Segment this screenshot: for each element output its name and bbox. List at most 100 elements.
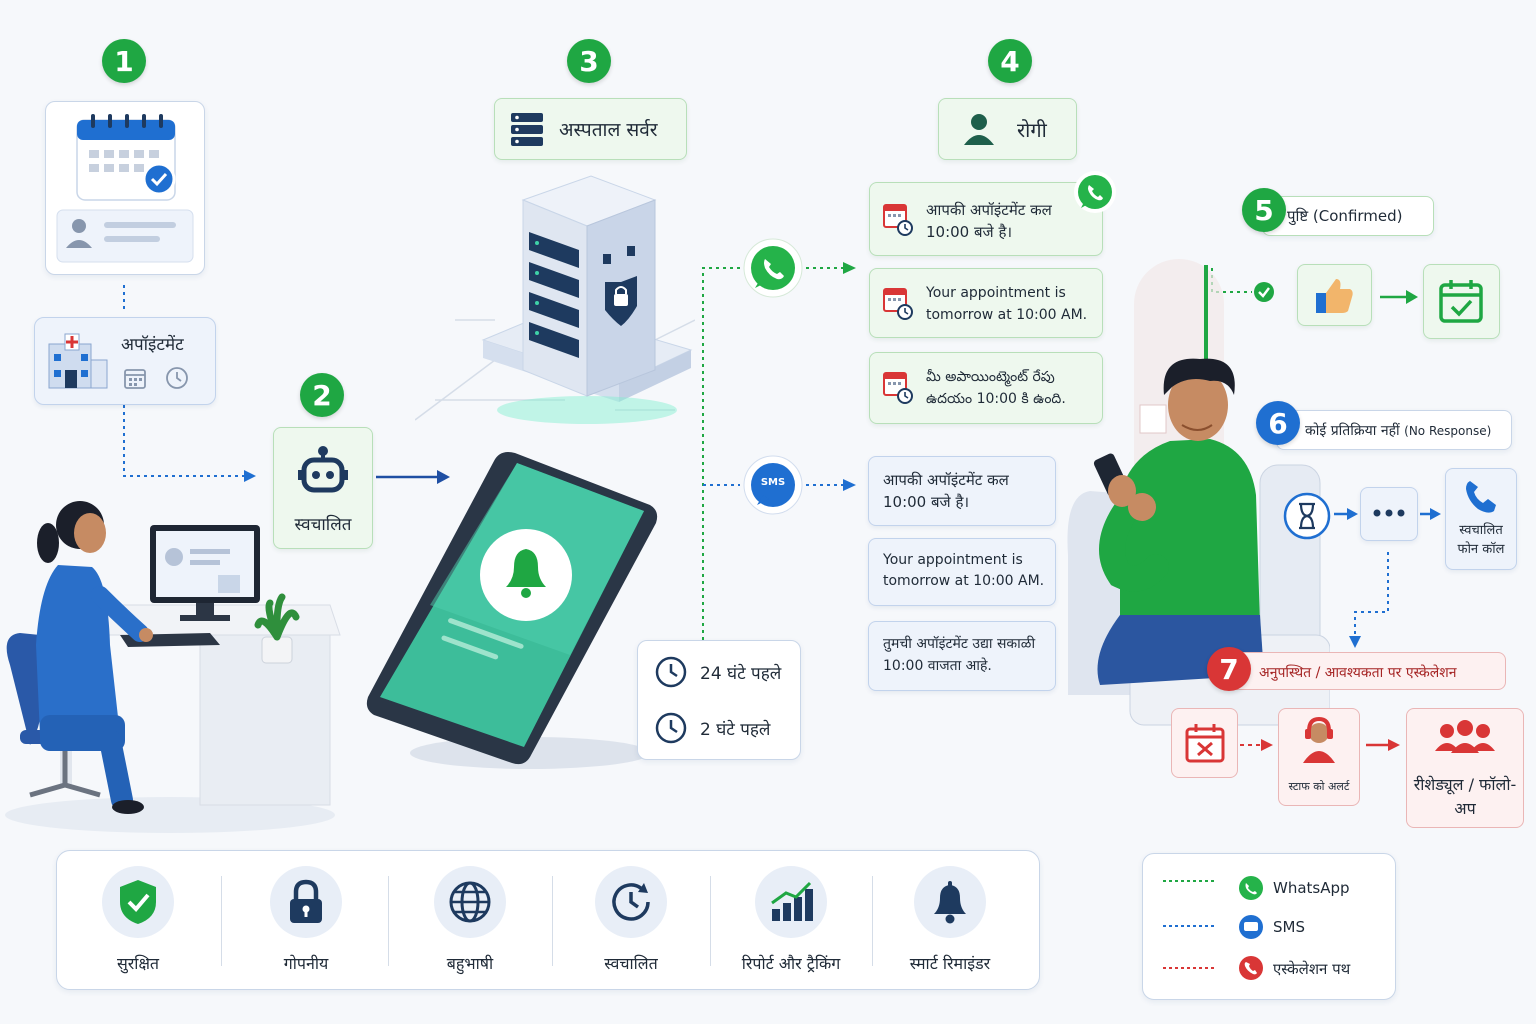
step-2-badge: 2 [300, 373, 344, 417]
feature-automated: स्वचालित [556, 866, 706, 974]
waiting-bubble [1360, 487, 1418, 541]
legend-label: SMS [1273, 918, 1305, 936]
bar-chart-icon [771, 881, 813, 921]
features-panel [56, 850, 1040, 990]
phone-icon [1239, 956, 1263, 980]
sms-message-text: आपकी अपॉइंटमेंट कल 10:00 बजे है। [883, 471, 1009, 511]
confirmed-label: पुष्टि (Confirmed) [1287, 207, 1403, 225]
divider [221, 876, 222, 966]
reminder-timing-card: 24 घंटे पहले 2 घंटे पहले [637, 640, 801, 760]
check-circle-icon [1254, 282, 1274, 302]
clock-icon [166, 367, 188, 389]
feature-private: गोपनीय [231, 866, 381, 974]
feature-label: स्मार्ट रिमाइंडर [909, 954, 991, 973]
divider [710, 876, 711, 966]
escalation-card: अनुपस्थित / आवश्यकता पर एस्केलेशन [1228, 652, 1506, 690]
phone-icon [1466, 481, 1496, 513]
feature-label: रिपोर्ट और ट्रैकिंग [741, 954, 841, 973]
whatsapp-message-telugu: మీ అపాయింట్మెంట్ రేపు ఉదయం 10:00 కి ఉంది… [869, 352, 1103, 424]
legend-label: WhatsApp [1273, 879, 1350, 897]
step-number: 6 [1268, 406, 1288, 440]
divider [388, 876, 389, 966]
bell-icon [934, 881, 966, 924]
hospital-icon [48, 333, 108, 389]
server-rack-icon [511, 113, 543, 146]
timing-24h: 24 घंटे पहले [700, 664, 782, 684]
whatsapp-line-icon [1163, 880, 1217, 882]
auto-call-label: स्वचालित फोन कॉल [1457, 523, 1505, 557]
step-1-badge: 1 [102, 39, 146, 83]
whatsapp-message-text: आपकी अपॉइंटमेंट कल 10:00 बजे है। [926, 201, 1052, 241]
lock-icon [290, 879, 322, 923]
feature-reports: रिपोर्ट और ट्रैकिंग [716, 866, 866, 974]
thumbs-up-card [1297, 264, 1372, 326]
feature-secure: सुरक्षित [63, 866, 213, 974]
staff-alert-label: स्टाफ को अलर्ट [1288, 780, 1350, 793]
no-response-label: कोई प्रतिक्रिया नहीं (No Response) [1305, 421, 1491, 440]
sms-icon [743, 455, 803, 515]
legend-panel: WhatsApp SMS एस्केलेशन पथ [1142, 853, 1396, 1000]
escalation-line-icon [1163, 967, 1217, 969]
auto-call-card: स्वचालित फोन कॉल [1445, 468, 1517, 570]
step-number: 1 [114, 44, 134, 78]
booked-calendar-card [1423, 264, 1500, 339]
receptionist-illustration [5, 501, 341, 833]
patient-label: रोगी [1017, 118, 1047, 142]
whatsapp-icon [743, 238, 803, 298]
automation-card: स्वचालित [273, 427, 373, 549]
step-number: 5 [1254, 193, 1274, 227]
hospital-server-illustration [415, 175, 695, 424]
calendar-cancel-icon [1185, 724, 1225, 763]
clock-refresh-icon [612, 883, 650, 921]
small-calendar-icon [124, 369, 146, 389]
sms-line-icon [1163, 925, 1217, 927]
escalation-label: अनुपस्थित / आवश्यकता पर एस्केलेशन [1259, 665, 1457, 681]
timing-2h: 2 घंटे पहले [700, 720, 771, 740]
calendar-clock-icon [883, 204, 913, 236]
no-response-card: कोई प्रतिक्रिया नहीं (No Response) [1276, 410, 1512, 450]
no-response-text: कोई प्रतिक्रिया नहीं [1305, 423, 1400, 439]
feature-smart-reminder: स्मार्ट रिमाइंडर [875, 866, 1025, 974]
step-5-badge: 5 [1242, 188, 1286, 232]
patient-label-card: रोगी [938, 98, 1077, 160]
clock-icon [655, 656, 687, 688]
step-7-badge: 7 [1207, 647, 1251, 691]
whatsapp-message-text: Your appointment is tomorrow at 10:00 AM… [926, 285, 1088, 323]
group-icon [1435, 720, 1495, 753]
whatsapp-message-text: మీ అపాయింట్మెంట్ రేపు ఉదయం 10:00 కి ఉంది… [926, 369, 1066, 407]
sms-message-text: Your appointment is tomorrow at 10:00 AM… [883, 552, 1045, 589]
no-response-english: (No Response) [1404, 424, 1492, 438]
divider [552, 876, 553, 966]
smartphone-illustration [366, 452, 658, 769]
calendar-clock-icon [883, 372, 913, 404]
whatsapp-icon [1074, 171, 1116, 213]
step-6-badge: 6 [1256, 401, 1300, 445]
step-number: 7 [1219, 652, 1239, 686]
step-number: 3 [579, 44, 599, 78]
server-label-card: अस्पताल सर्वर [494, 98, 687, 160]
booking-calendar-card [45, 101, 205, 275]
globe-icon [449, 881, 491, 923]
sms-icon [1239, 915, 1263, 939]
calendar-check-icon [1439, 280, 1483, 323]
appointment-card: अपॉइंटमेंट [34, 317, 216, 405]
step-number: 4 [1000, 44, 1020, 78]
feature-label: गोपनीय [283, 954, 329, 973]
sms-message-marathi: तुमची अपॉइंटमेंट उद्या सकाळी 10:00 वाजता… [868, 621, 1056, 691]
sms-message-hindi: आपकी अपॉइंटमेंट कल 10:00 बजे है। [868, 456, 1056, 526]
whatsapp-icon [1239, 876, 1263, 900]
feature-label: स्वचालित [604, 954, 658, 973]
feature-multilingual: बहुभाषी [395, 866, 545, 974]
sms-message-english: Your appointment is tomorrow at 10:00 AM… [868, 538, 1056, 606]
step-number: 2 [312, 378, 332, 412]
divider [872, 876, 873, 966]
feature-label: बहुभाषी [446, 954, 494, 973]
thumbs-up-icon [1316, 279, 1353, 313]
server-label: अस्पताल सर्वर [559, 119, 658, 141]
automated-label: स्वचालित [294, 515, 352, 535]
sms-badge-label: SMS [760, 477, 786, 488]
robot-icon [298, 446, 348, 493]
staff-headset-icon [1303, 717, 1335, 763]
step-4-badge: 4 [988, 39, 1032, 83]
